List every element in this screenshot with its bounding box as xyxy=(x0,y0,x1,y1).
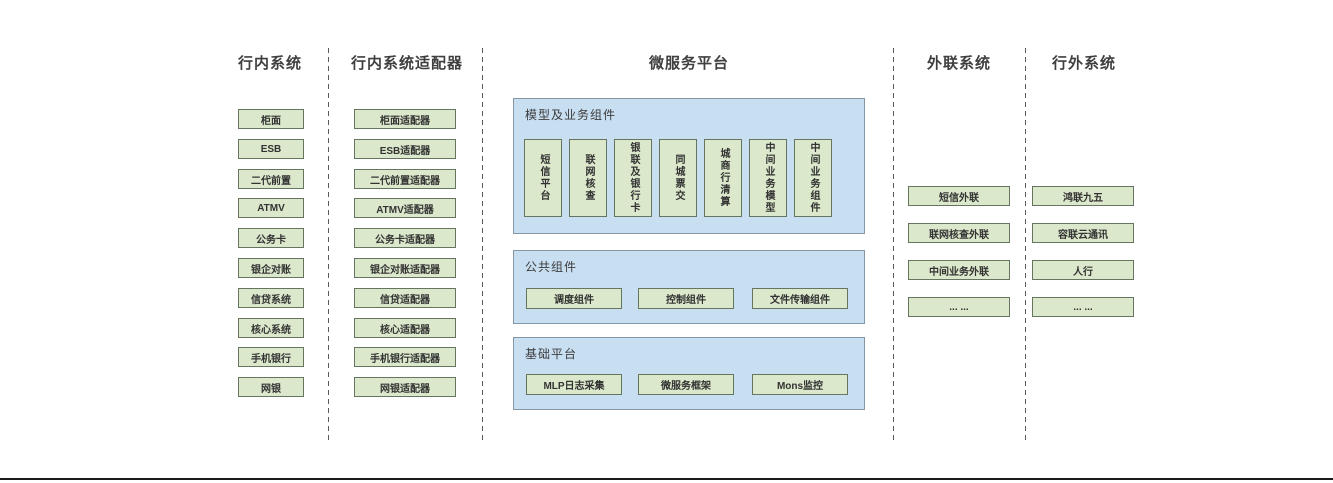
column-divider xyxy=(482,48,483,442)
adapter-box: 柜面适配器 xyxy=(354,109,456,129)
component-label: 联网核查 xyxy=(583,154,594,202)
adapter-box: 信贷适配器 xyxy=(354,288,456,308)
bottom-divider-line xyxy=(0,478,1333,480)
component-box: 短信平台 xyxy=(524,139,562,217)
component-box: 微服务框架 xyxy=(638,374,734,395)
system-box: 二代前置 xyxy=(238,169,304,189)
component-box: Mons监控 xyxy=(752,374,848,395)
column-title-internal-systems: 行内系统 xyxy=(237,55,303,72)
external-link-box: 中间业务外联 xyxy=(908,260,1010,280)
component-box: 城商行清算 xyxy=(704,139,742,217)
system-box: 信贷系统 xyxy=(238,288,304,308)
system-box: ATMV xyxy=(238,198,304,218)
adapter-box: 手机银行适配器 xyxy=(354,347,456,367)
column-title-external-link-systems: 外联系统 xyxy=(926,55,992,72)
external-link-box: 联网核查外联 xyxy=(908,223,1010,243)
component-label: 短信平台 xyxy=(538,154,549,202)
component-box: 控制组件 xyxy=(638,288,734,309)
adapter-box: 网银适配器 xyxy=(354,377,456,397)
system-box: 柜面 xyxy=(238,109,304,129)
column-title-outside-systems: 行外系统 xyxy=(1051,55,1117,72)
outside-system-box: 鸿联九五 xyxy=(1032,186,1134,206)
adapter-box: 核心适配器 xyxy=(354,318,456,338)
component-box: 调度组件 xyxy=(526,288,622,309)
component-box: 联网核查 xyxy=(569,139,607,217)
system-box: 银企对账 xyxy=(238,258,304,278)
adapter-box: ATMV适配器 xyxy=(354,198,456,218)
component-box: 文件传输组件 xyxy=(752,288,848,309)
adapter-box: ESB适配器 xyxy=(354,139,456,159)
component-box: MLP日志采集 xyxy=(526,374,622,395)
system-box: ESB xyxy=(238,139,304,159)
panel-common-components: 公共组件 调度组件 控制组件 文件传输组件 xyxy=(513,250,865,324)
system-box: 网银 xyxy=(238,377,304,397)
external-link-box: ... ... xyxy=(908,297,1010,317)
column-divider xyxy=(893,48,894,442)
component-box: 同城票交 xyxy=(659,139,697,217)
system-box: 手机银行 xyxy=(238,347,304,367)
external-link-box: 短信外联 xyxy=(908,186,1010,206)
outside-system-box: 人行 xyxy=(1032,260,1134,280)
panel-model-business-components: 模型及业务组件 短信平台 联网核查 银联及银行卡 同城票交 城商行清算 中间业务… xyxy=(513,98,865,234)
component-label: 城商行清算 xyxy=(718,148,729,208)
component-label: 中间业务组件 xyxy=(808,142,819,214)
outside-system-box: ... ... xyxy=(1032,297,1134,317)
component-label: 银联及银行卡 xyxy=(628,142,639,214)
component-label: 同城票交 xyxy=(673,154,684,202)
system-box: 核心系统 xyxy=(238,318,304,338)
column-divider xyxy=(328,48,329,442)
component-box: 中间业务模型 xyxy=(749,139,787,217)
component-box: 中间业务组件 xyxy=(794,139,832,217)
component-box: 银联及银行卡 xyxy=(614,139,652,217)
panel-label: 模型及业务组件 xyxy=(525,108,617,122)
panel-base-platform: 基础平台 MLP日志采集 微服务框架 Mons监控 xyxy=(513,337,865,410)
panel-label: 基础平台 xyxy=(525,347,578,361)
system-box: 公务卡 xyxy=(238,228,304,248)
adapter-box: 公务卡适配器 xyxy=(354,228,456,248)
outside-system-box: 容联云通讯 xyxy=(1032,223,1134,243)
adapter-box: 二代前置适配器 xyxy=(354,169,456,189)
column-divider xyxy=(1025,48,1026,442)
panel-label: 公共组件 xyxy=(525,260,578,274)
component-label: 中间业务模型 xyxy=(763,142,774,214)
adapter-box: 银企对账适配器 xyxy=(354,258,456,278)
column-title-internal-adapters: 行内系统适配器 xyxy=(350,55,464,72)
column-title-microservice-platform: 微服务平台 xyxy=(648,55,730,72)
